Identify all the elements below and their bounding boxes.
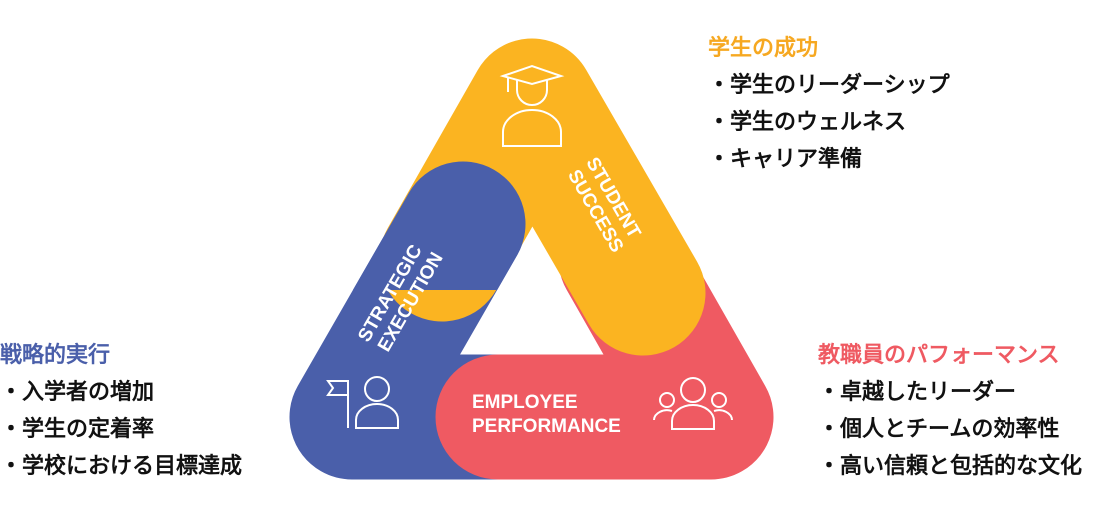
graduate-icon xyxy=(499,64,565,147)
list-item: 高い信頼と包括的な文化 xyxy=(818,448,1082,485)
student-success-list: 学生の成功 学生のリーダーシップ 学生のウェルネス キャリア準備 xyxy=(708,30,950,178)
strategic-heading: 戦略的実行 xyxy=(0,343,111,368)
list-item: 個人とチームの効率性 xyxy=(818,411,1082,448)
list-item: キャリア準備 xyxy=(708,141,950,178)
list-item: 入学者の増加 xyxy=(0,374,242,411)
group-icon xyxy=(653,377,733,430)
list-item: 学生の定着率 xyxy=(0,411,242,448)
employee-heading: 教職員のパフォーマンス xyxy=(818,343,1060,368)
list-item: 学校における目標達成 xyxy=(0,448,242,485)
employee-label-line1: EMPLOYEE xyxy=(472,392,578,413)
employee-label-line2: PERFORMANCE xyxy=(472,416,621,437)
strategic-band-top xyxy=(352,161,526,290)
list-item: 学生のリーダーシップ xyxy=(708,67,950,104)
strategic-execution-list: 戦略的実行 入学者の増加 学生の定着率 学校における目標達成 xyxy=(0,337,242,485)
svg-text:EMPLOYEE PERFORMANCE: EMPLOYEE PERFORMANCE xyxy=(472,392,621,437)
list-item: 学生のウェルネス xyxy=(708,104,950,141)
flag-person-icon xyxy=(326,376,399,429)
list-item: 卓越したリーダー xyxy=(818,374,1082,411)
employee-performance-list: 教職員のパフォーマンス 卓越したリーダー 個人とチームの効率性 高い信頼と包括的… xyxy=(818,337,1082,485)
student-heading: 学生の成功 xyxy=(708,36,819,61)
